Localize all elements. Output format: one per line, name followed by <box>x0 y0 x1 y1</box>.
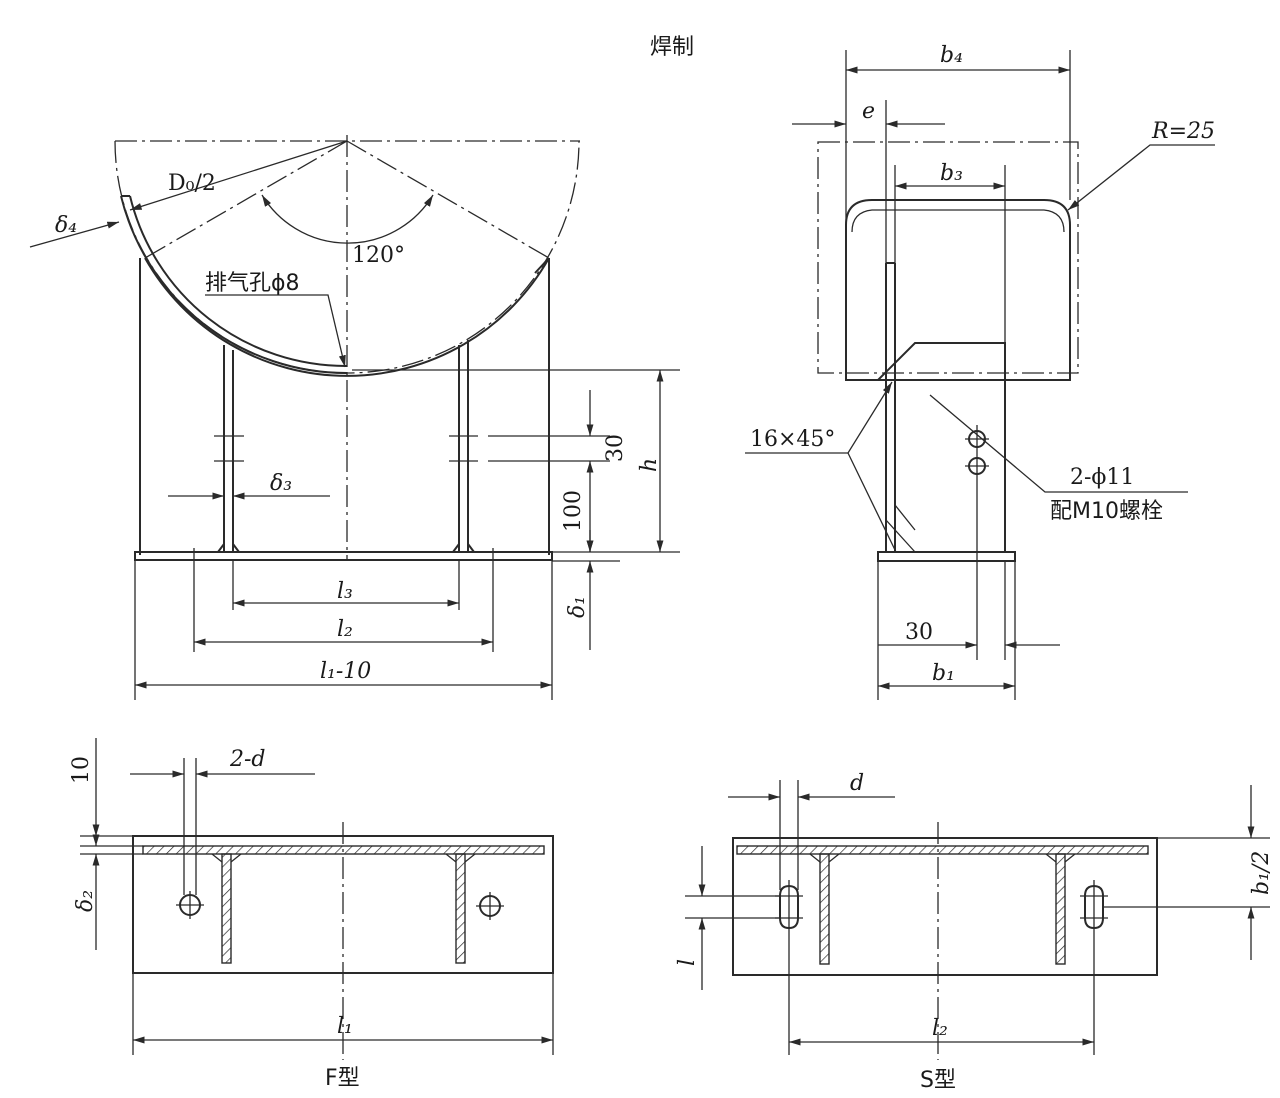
elevation-view: D₀/2 δ₄ 120° 排气孔ϕ8 δ₃ 30 100 h δ₁ <box>29 135 680 700</box>
f-weld-left <box>211 853 242 863</box>
s-weld-left <box>809 853 840 863</box>
saddle-plate-inner <box>129 195 348 368</box>
chamfer-label: 16×45° <box>750 427 835 452</box>
s-dim-l2-label: l₂ <box>932 1016 948 1041</box>
radial-line-right <box>346 140 550 259</box>
dim-b4-label: b₄ <box>940 43 963 68</box>
radial-line-left <box>144 140 348 259</box>
weld-left <box>217 543 240 553</box>
dim-b3-label: b₃ <box>940 161 963 186</box>
bolt-label: 配M10螺栓 <box>1050 499 1163 524</box>
dim-30-label: 30 <box>905 620 933 645</box>
vent-hole-leader <box>205 294 346 368</box>
support-body <box>877 342 1006 553</box>
dim-l2-label: l₂ <box>337 617 353 642</box>
plan-view-s: d l b₁/2 l₂ S型 <box>675 771 1274 1093</box>
holes-label: 2-ϕ11 <box>1070 465 1134 490</box>
web-bolt-marks <box>214 435 478 462</box>
f-holes-label: 2-d <box>229 747 266 772</box>
side-base-plate <box>877 551 1016 562</box>
chamfer-leader-2 <box>847 452 897 553</box>
radius-label: D₀/2 <box>168 171 216 196</box>
s-web-right <box>1055 853 1066 965</box>
angle-arc <box>261 194 434 244</box>
s-top-plate-section <box>736 845 1149 855</box>
radius-leader <box>129 140 348 211</box>
s-hole-label: d <box>850 771 864 796</box>
pad-thickness-leader <box>29 221 120 248</box>
s-web-left <box>819 853 830 965</box>
dim-e-label: e <box>862 99 875 124</box>
s-type-label: S型 <box>920 1068 956 1093</box>
saddle-body <box>845 199 1071 381</box>
saddle-inner-line <box>851 209 1065 233</box>
saddle-plate-outer <box>120 195 348 375</box>
f-web-left <box>221 853 232 964</box>
plan-view-f: 2-d 10 δ₂ l₁ F型 <box>69 738 554 1091</box>
s-half-width-label: b₁/2 <box>1249 851 1274 895</box>
radius-label: R=25 <box>1151 119 1215 144</box>
chamfer-lines <box>885 504 916 553</box>
web-thickness-label: δ₃ <box>270 471 292 496</box>
dim-delta1-label: δ₁ <box>565 596 590 618</box>
drawing-title: 焊制 <box>650 35 694 60</box>
f-weld-right <box>445 853 476 863</box>
right-side-top <box>534 257 550 274</box>
side-view: b₄ e b₃ R=25 16×45° 2-ϕ11 配M10螺栓 30 b₁ <box>745 43 1215 700</box>
f-dim-10-label: 10 <box>69 756 94 784</box>
dim-h-label: h <box>637 458 662 472</box>
s-weld-right <box>1045 853 1076 863</box>
saddle-curve-bottom <box>144 257 550 377</box>
radius-leader <box>1067 144 1215 211</box>
dim-l3-label: l₃ <box>337 579 353 604</box>
dim-30-label: 30 <box>603 434 628 462</box>
dim-l1-minus-10-label: l₁-10 <box>320 659 371 684</box>
f-web-right <box>455 853 466 964</box>
f-type-label: F型 <box>325 1066 360 1091</box>
holes-leader <box>929 394 1188 493</box>
s-slot-label: l <box>675 959 700 966</box>
f-delta2-label: δ₂ <box>73 890 98 912</box>
f-dim-l1-label: l₁ <box>337 1014 353 1039</box>
pad-thickness-label: δ₄ <box>55 213 77 238</box>
dim-b1-label: b₁ <box>932 661 955 686</box>
weld-right <box>452 543 475 553</box>
vent-hole-label: 排气孔ϕ8 <box>205 271 300 296</box>
angle-label: 120° <box>352 243 405 268</box>
base-plate <box>134 551 553 561</box>
dim-100-label: 100 <box>561 490 586 532</box>
